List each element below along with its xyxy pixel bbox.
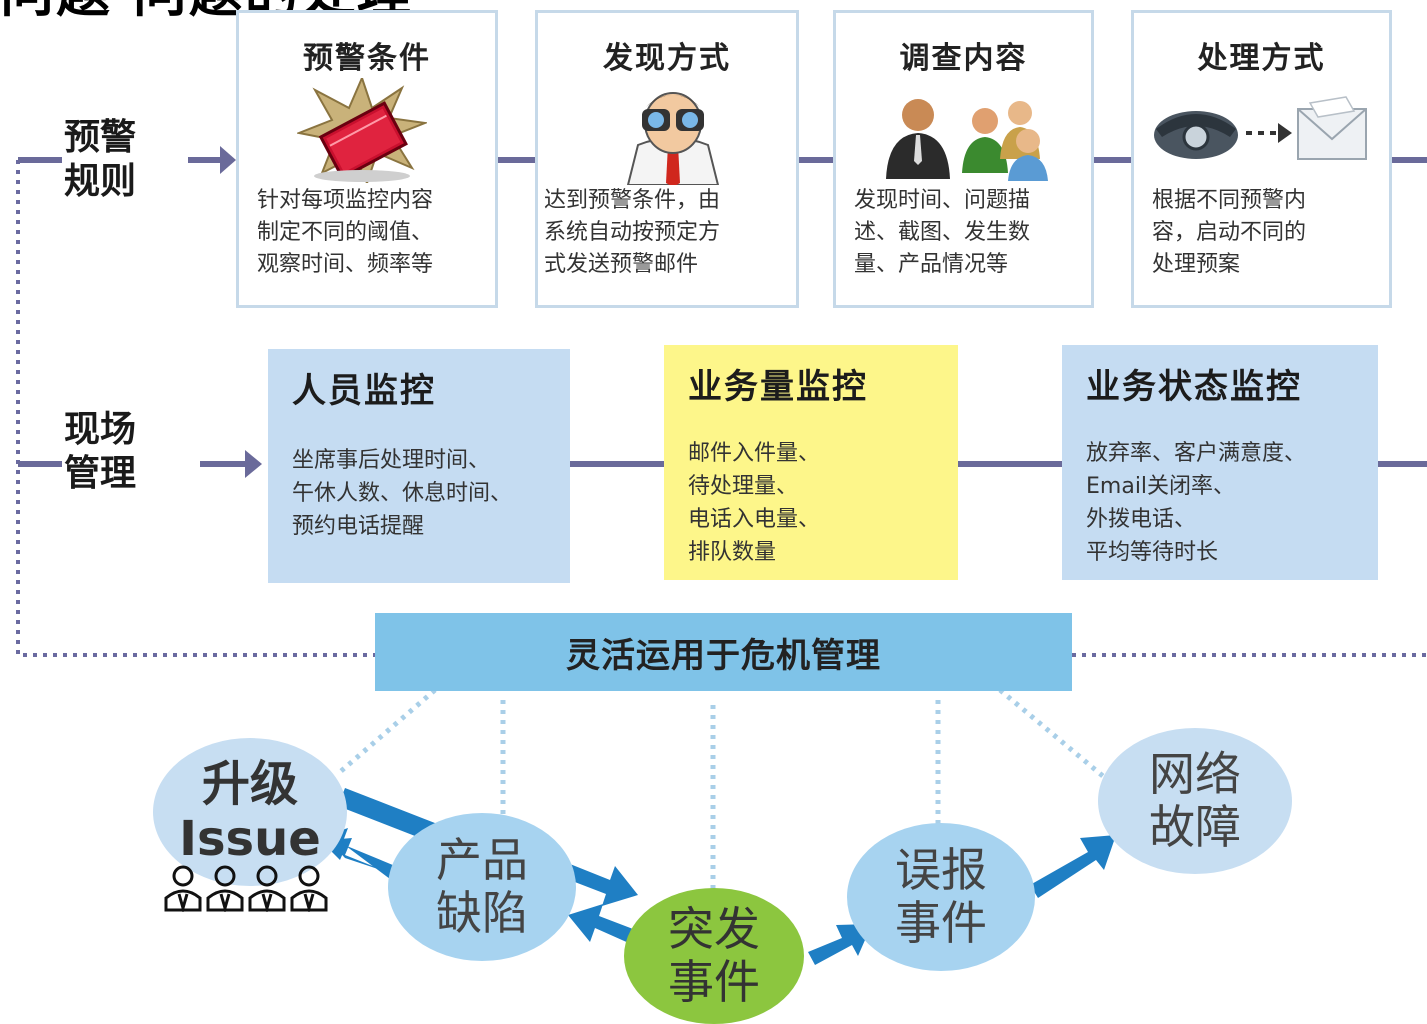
step-desc: 达到预警条件，由 系统自动按预定方 式发送预警邮件 bbox=[544, 188, 721, 277]
people-group-icon bbox=[164, 865, 328, 912]
monitor-desc: 邮件入件量、 待处理量、 电话入电量、 排队数量 bbox=[688, 441, 821, 565]
bubble-network-failure: 网络 故障 bbox=[1098, 728, 1292, 874]
step-desc: 根据不同预警内 容，启动不同的 处理预案 bbox=[1152, 188, 1307, 277]
step-title: 发现方式 bbox=[603, 41, 731, 76]
field-management-label: 现场 管理 bbox=[64, 409, 137, 494]
monitor-staff: 人员监控 坐席事后处理时间、 午休人数、休息时间、 预约电话提醒 bbox=[268, 349, 570, 583]
phone-to-mail-icon bbox=[1154, 96, 1367, 160]
red-alert-book-icon bbox=[297, 78, 427, 183]
monitor-status: 业务状态监控 放弃率、客户满意度、 Email关闭率、 外拨电话、 平均等待时长 bbox=[1062, 345, 1378, 580]
step-desc: 发现时间、问题描 述、截图、发生数 量、产品情况等 bbox=[854, 188, 1031, 277]
monitor-desc: 坐席事后处理时间、 午休人数、休息时间、 预约电话提醒 bbox=[292, 448, 513, 539]
warning-step-discovery: 发现方式 达到预警条件，由 系统自动按预定方 式发送预警邮件 bbox=[535, 10, 799, 308]
bubble-false-report: 误报 事件 bbox=[847, 823, 1035, 971]
investigating-people-icon bbox=[886, 99, 1048, 181]
warning-step-investigation: 调查内容 发现时间、问题描 述、截图、发生数 量、产品情况等 bbox=[833, 10, 1094, 308]
warning-step-handling: 处理方式 根据不同预警内 容，启动不同的 处理预案 bbox=[1131, 10, 1392, 308]
bubble-escalate-issue: 升级 Issue bbox=[153, 738, 347, 886]
man-with-binoculars-icon bbox=[626, 92, 720, 185]
arrow-defect-to-emergency bbox=[554, 860, 638, 906]
crisis-management-bar: 灵活运用于危机管理 bbox=[375, 613, 1072, 691]
warning-rules-label: 预警 规则 bbox=[64, 117, 137, 202]
monitor-volume: 业务量监控 邮件入件量、 待处理量、 电话入电量、 排队数量 bbox=[664, 345, 958, 580]
arrow-false-report-to-network bbox=[1030, 835, 1116, 898]
monitor-title: 业务量监控 bbox=[688, 367, 868, 407]
step-title: 预警条件 bbox=[303, 41, 431, 76]
row1-arrow-head bbox=[220, 146, 236, 174]
left-dotted-loop bbox=[16, 160, 375, 657]
bubble-product-defect: 产品 缺陷 bbox=[388, 813, 576, 961]
monitor-desc: 放弃率、客户满意度、 Email关闭率、 外拨电话、 平均等待时长 bbox=[1086, 441, 1307, 565]
step-title: 调查内容 bbox=[899, 41, 1028, 76]
step-desc: 针对每项监控内容 制定不同的阈值、 观察时间、频率等 bbox=[257, 188, 434, 277]
monitor-title: 人员监控 bbox=[292, 371, 436, 411]
row2-arrow-head bbox=[245, 450, 262, 478]
warning-step-condition: 预警条件 针对每项监控内容 制定不同的阈值、 观察时间、频率等 bbox=[236, 10, 498, 308]
monitor-title: 业务状态监控 bbox=[1086, 367, 1302, 407]
bubble-emergency-event: 突发 事件 bbox=[624, 888, 804, 1024]
arrow-emergency-to-false-report bbox=[808, 924, 872, 965]
arrow-escalate-to-defect bbox=[338, 788, 440, 843]
step-title: 处理方式 bbox=[1197, 41, 1326, 76]
